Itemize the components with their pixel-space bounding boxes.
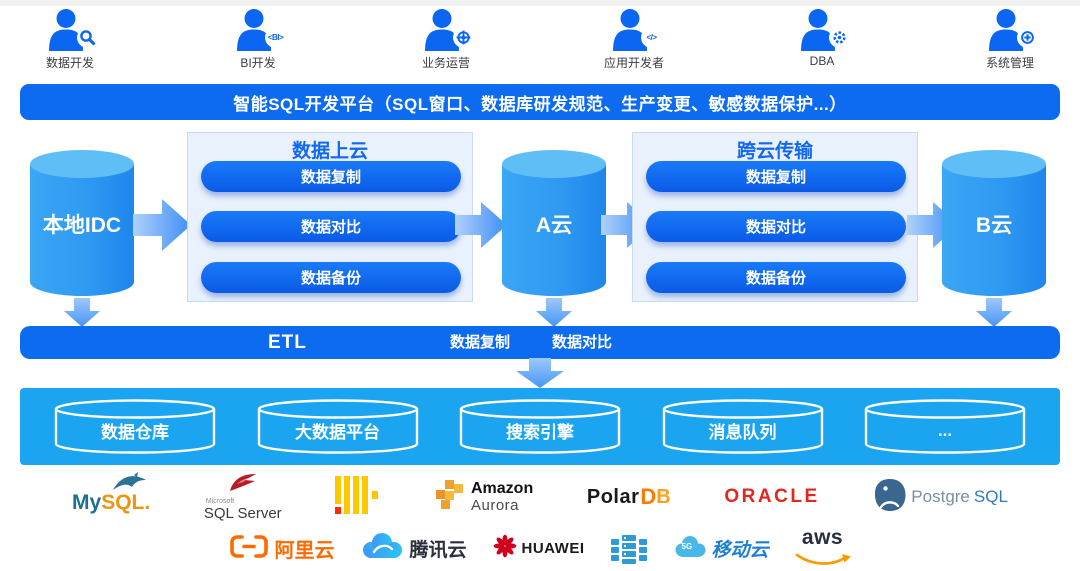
- polardb-logo: Polar D B: [586, 484, 671, 509]
- storage-cylinder-search-engine: 搜索引擎: [457, 398, 623, 456]
- arrow-right-icon: [133, 196, 191, 259]
- storage-band: 数据仓库 大数据平台 搜索引擎 消息队列 ...: [20, 388, 1060, 465]
- user-magnifier-icon: [46, 9, 98, 51]
- aliyun-brackets-icon: [229, 534, 269, 564]
- arrow-down-icon: [516, 358, 564, 393]
- storage-label: 搜索引擎: [506, 423, 574, 442]
- role-dba: DBA: [767, 9, 877, 71]
- arrow-right-icon: [455, 199, 507, 256]
- aws-smile-icon: [795, 553, 851, 570]
- cloud-vendors-row: 阿里云 腾讯云 HUAWEI 5G 移动云 aws: [0, 527, 1080, 570]
- sql-server-logo: Microsoft SQL Server: [204, 472, 282, 522]
- helm-icon: [453, 27, 474, 48]
- data-upload-box: 数据上云 数据复制 数据对比 数据备份: [187, 132, 473, 302]
- aliyun-logo: 阿里云: [229, 534, 334, 564]
- pill-data-compare: 数据对比: [201, 211, 461, 242]
- storage-cylinder-data-warehouse: 数据仓库: [52, 398, 218, 456]
- platform-banner-text: 智能SQL开发平台（SQL窗口、数据库研发规范、生产变更、敏感数据保护...）: [233, 94, 847, 114]
- role-data-developer: 数据开发: [15, 9, 125, 71]
- cloud-b-label: B云: [975, 213, 1013, 237]
- storage-label: 大数据平台: [295, 423, 380, 442]
- magnifier-icon: [77, 27, 98, 48]
- aws-logo: aws: [795, 527, 851, 570]
- cross-cloud-title: 跨云传输: [736, 141, 813, 162]
- role-business-operations: 业务运营: [391, 9, 501, 71]
- etl-data-replication: 数据复制: [450, 334, 511, 351]
- aws-cubes-icon: [433, 479, 465, 516]
- server-rack-logo: [610, 534, 647, 564]
- postgresql-elephant-icon: [873, 478, 907, 517]
- arrow-down-icon: [64, 298, 100, 332]
- gear-icon: [829, 27, 850, 48]
- cloud-b-cylinder: B云: [940, 147, 1048, 299]
- storage-label: ...: [937, 420, 953, 440]
- role-label: 应用开发者: [603, 56, 664, 70]
- arrow-down-icon: [976, 298, 1012, 332]
- user-code-icon: </>: [610, 9, 662, 51]
- plus-circle-icon: [1017, 27, 1038, 48]
- role-label: BI开发: [240, 56, 276, 70]
- mobile-cloud-5g-icon: 5G: [673, 534, 707, 564]
- huawei-logo: HUAWEI: [493, 534, 585, 563]
- etl-data-compare: 数据对比: [552, 334, 613, 351]
- storage-label: 数据仓库: [101, 423, 169, 442]
- roles-row: 数据开发 <BI> BI开发 业务运营: [0, 9, 1080, 71]
- role-label: 系统管理: [985, 56, 1034, 70]
- pill-data-backup: 数据备份: [646, 262, 906, 293]
- clickhouse-logo: [335, 475, 379, 519]
- pill-data-replication: 数据复制: [201, 161, 461, 192]
- tencent-cloud-logo: 腾讯云: [360, 532, 467, 565]
- oracle-logo: ORACLE: [724, 486, 820, 507]
- amazon-aurora-logo: Amazon Aurora: [433, 479, 533, 516]
- bi-badge-icon: <BI>: [265, 27, 286, 48]
- role-system-admin: 系统管理: [955, 9, 1065, 71]
- cross-cloud-box: 跨云传输 数据复制 数据对比 数据备份: [632, 132, 918, 302]
- mysql-dolphin-icon: [112, 472, 148, 497]
- arrow-down-icon: [536, 298, 572, 332]
- code-badge-icon: </>: [641, 27, 662, 48]
- role-app-developer: </> 应用开发者: [579, 9, 689, 71]
- storage-cylinder-bigdata-platform: 大数据平台: [255, 398, 421, 456]
- cloud-a-cylinder: A云: [500, 147, 608, 299]
- mobile-cloud-logo: 5G 移动云: [673, 534, 769, 564]
- role-label: DBA: [809, 54, 835, 68]
- local-idc-cylinder: 本地IDC: [28, 147, 136, 299]
- data-upload-title: 数据上云: [291, 141, 368, 162]
- platform-banner: 智能SQL开发平台（SQL窗口、数据库研发规范、生产变更、敏感数据保护...）: [20, 84, 1060, 120]
- storage-label: 消息队列: [708, 423, 777, 442]
- sql-server-fan-icon: [228, 472, 258, 497]
- role-bi-developer: <BI> BI开发: [203, 9, 313, 71]
- pill-data-backup: 数据备份: [201, 262, 461, 293]
- role-label: 数据开发: [45, 56, 94, 70]
- top-strip: [0, 0, 1080, 6]
- user-bi-icon: <BI>: [234, 9, 286, 51]
- pill-data-replication: 数据复制: [646, 161, 906, 192]
- user-gear-icon: [798, 9, 850, 51]
- storage-cylinder-message-queue: 消息队列: [660, 398, 826, 456]
- etl-bar: ETL 数据复制 数据对比: [20, 326, 1060, 359]
- role-label: 业务运营: [421, 56, 470, 70]
- local-idc-label: 本地IDC: [42, 213, 122, 237]
- huawei-flower-icon: [493, 534, 517, 563]
- cloud-a-label: A云: [535, 213, 573, 237]
- tencent-cloud-icon: [360, 532, 404, 565]
- etl-label: ETL: [268, 332, 307, 353]
- pill-data-compare: 数据对比: [646, 211, 906, 242]
- user-plus-icon: [986, 9, 1038, 51]
- clickhouse-bars-icon: [335, 475, 379, 519]
- storage-cylinder-more: ...: [862, 398, 1028, 456]
- user-helm-icon: [422, 9, 474, 51]
